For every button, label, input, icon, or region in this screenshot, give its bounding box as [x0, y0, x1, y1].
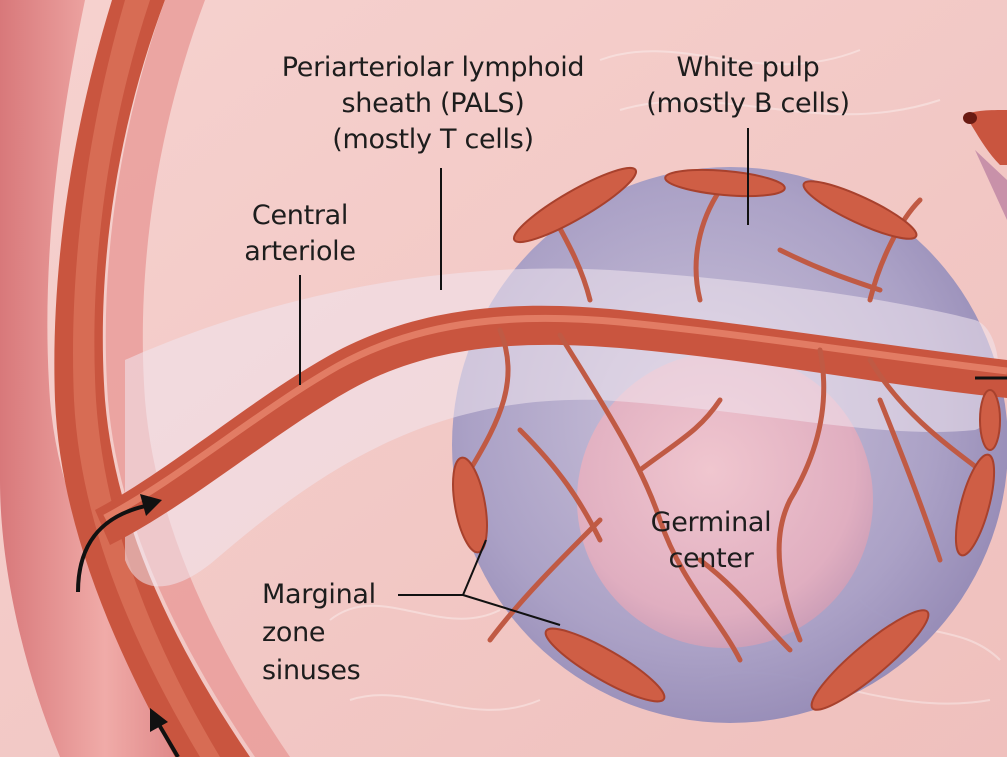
pals-label-line: (mostly T cells) — [270, 122, 596, 158]
germinal-center-label-line: Germinal — [636, 505, 786, 541]
central-arteriole-label-line: arteriole — [228, 234, 372, 270]
central-arteriole-label: Central arteriole — [228, 198, 372, 270]
white-pulp-label-line: White pulp — [628, 50, 868, 86]
pals-label-line: sheath (PALS) — [270, 86, 596, 122]
pals-label: Periarteriolar lymphoid sheath (PALS) (m… — [270, 50, 596, 158]
marginal-zone-label-line: zone — [262, 614, 402, 652]
white-pulp-label: White pulp (mostly B cells) — [628, 50, 868, 122]
white-pulp-label-line: (mostly B cells) — [628, 86, 868, 122]
central-arteriole-label-line: Central — [228, 198, 372, 234]
marginal-sinus — [980, 390, 1000, 450]
germinal-center-label: Germinal center — [636, 505, 786, 577]
marginal-zone-label-line: Marginal — [262, 576, 402, 614]
germinal-center-label-line: center — [636, 541, 786, 577]
marginal-zone-label-line: sinuses — [262, 652, 402, 690]
pals-label-line: Periarteriolar lymphoid — [270, 50, 596, 86]
marginal-zone-label: Marginal zone sinuses — [262, 576, 402, 690]
